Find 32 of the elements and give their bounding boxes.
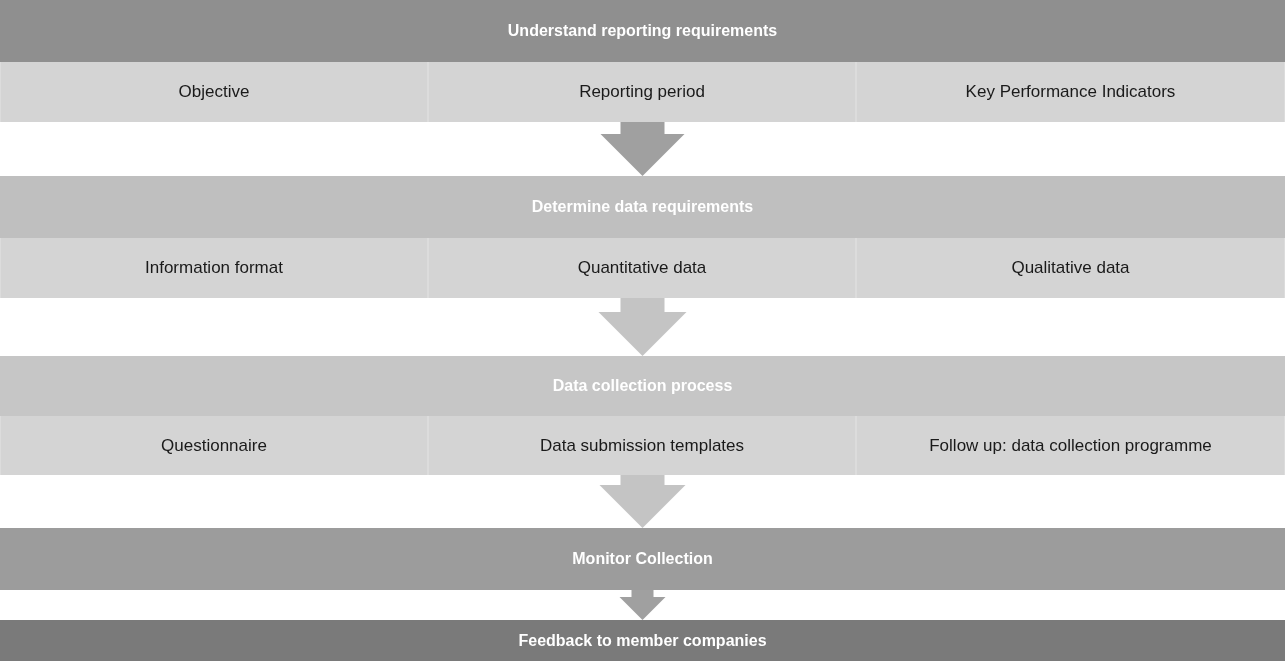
- block-arrow: [599, 475, 686, 528]
- stage-band: [0, 528, 1285, 590]
- requirement-cell: [856, 416, 1285, 475]
- cell-text: Qualitative data: [1011, 257, 1130, 280]
- requirement-cell: [428, 62, 856, 122]
- cell-text: Information format: [145, 257, 283, 280]
- cell-text: Key Performance Indicators: [965, 81, 1176, 104]
- requirement-cell: [856, 62, 1285, 122]
- stage-title: Understand reporting requirements: [507, 21, 778, 41]
- cell-text: Follow up: data collection programme: [929, 434, 1212, 457]
- stage-band: [0, 176, 1285, 238]
- stage-title: Monitor Collection: [572, 549, 713, 569]
- block-arrow: [600, 122, 685, 176]
- cell-text: Objective: [178, 81, 250, 104]
- stage-title: Data collection process: [552, 376, 733, 396]
- block-arrow: [619, 590, 666, 620]
- stage-band: [0, 620, 1285, 661]
- requirement-cell: [428, 238, 856, 298]
- cell-text: Quantitative data: [577, 257, 707, 280]
- stage-band: [0, 0, 1285, 62]
- stage-band: [0, 356, 1285, 416]
- stage-title: Determine data requirements: [531, 197, 754, 217]
- block-arrow: [598, 298, 687, 356]
- stage-title: Feedback to member companies: [518, 630, 767, 651]
- requirement-cell: [0, 238, 428, 298]
- requirement-cell: [856, 238, 1285, 298]
- cell-text: Questionnaire: [161, 434, 267, 457]
- cell-text: Reporting period: [579, 81, 705, 104]
- requirement-cell: [428, 416, 856, 475]
- requirement-cell: [0, 416, 428, 475]
- requirement-cell: [0, 62, 428, 122]
- cell-text: Data submission templates: [539, 434, 745, 457]
